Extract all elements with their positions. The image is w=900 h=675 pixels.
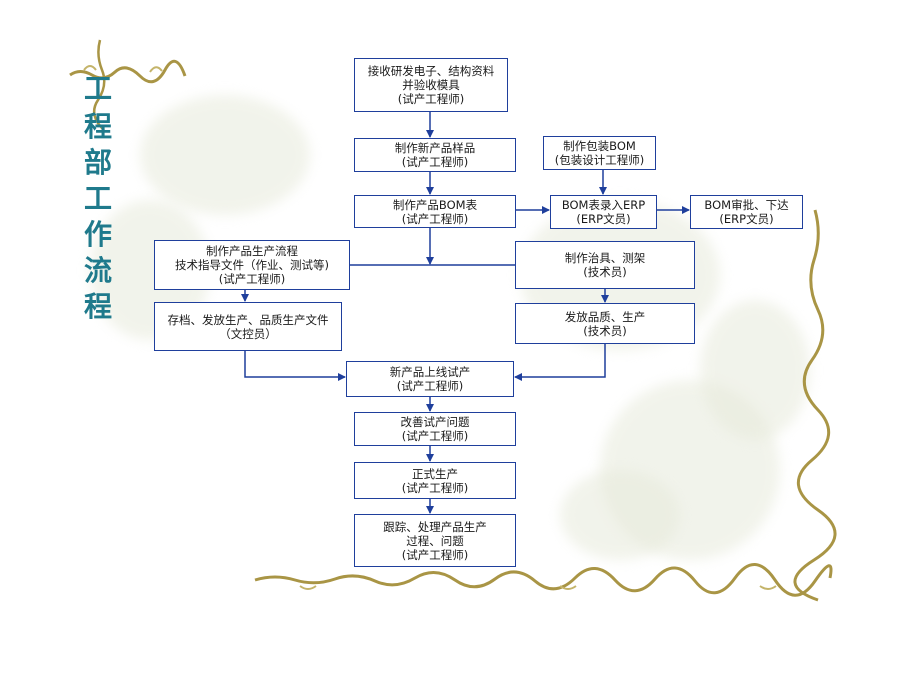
title-char-4: 工 xyxy=(83,182,112,215)
title-char-3: 部 xyxy=(83,146,112,179)
title-char-1: 工 xyxy=(83,72,112,105)
node-bom-approve: BOM审批、下达 (ERP文员) xyxy=(690,195,803,229)
node-trial-run: 新产品上线试产 (试产工程师) xyxy=(346,361,514,397)
title-char-6: 流 xyxy=(83,254,112,287)
arrow-archive-to-trial xyxy=(244,351,346,381)
node-followup: 跟踪、处理产品生产 过程、问题 (试产工程师) xyxy=(354,514,516,567)
node-make-bom: 制作产品BOM表 (试产工程师) xyxy=(354,195,516,228)
arrow-release-to-trial xyxy=(514,344,606,381)
vine-left-vertical xyxy=(92,39,106,131)
node-mass-production: 正式生产 (试产工程师) xyxy=(354,462,516,499)
node-improve: 改善试产问题 (试产工程师) xyxy=(354,412,516,446)
node-archive: 存档、发放生产、品质生产文件 （文控员） xyxy=(154,302,342,351)
node-release-qc: 发放品质、生产 (技术员) xyxy=(515,303,695,344)
node-fixtures: 制作治具、测架 (技术员) xyxy=(515,241,695,289)
node-process-docs: 制作产品生产流程 技术指导文件（作业、测试等) (试产工程师) xyxy=(154,240,350,290)
vine-top-left xyxy=(69,59,187,84)
title-char-2: 程 xyxy=(83,110,112,143)
vine-bottom xyxy=(254,563,833,597)
node-receive-data: 接收研发电子、结构资料 并验收模具 (试产工程师) xyxy=(354,58,508,112)
node-bom-to-erp: BOM表录入ERP (ERP文员) xyxy=(550,195,657,229)
vine-right-vertical xyxy=(793,209,837,602)
title-char-7: 程 xyxy=(83,290,112,323)
title-char-5: 作 xyxy=(83,218,112,251)
node-make-samples: 制作新产品样品 (试产工程师) xyxy=(354,138,516,172)
node-packaging-bom: 制作包装BOM (包装设计工程师) xyxy=(543,136,656,170)
